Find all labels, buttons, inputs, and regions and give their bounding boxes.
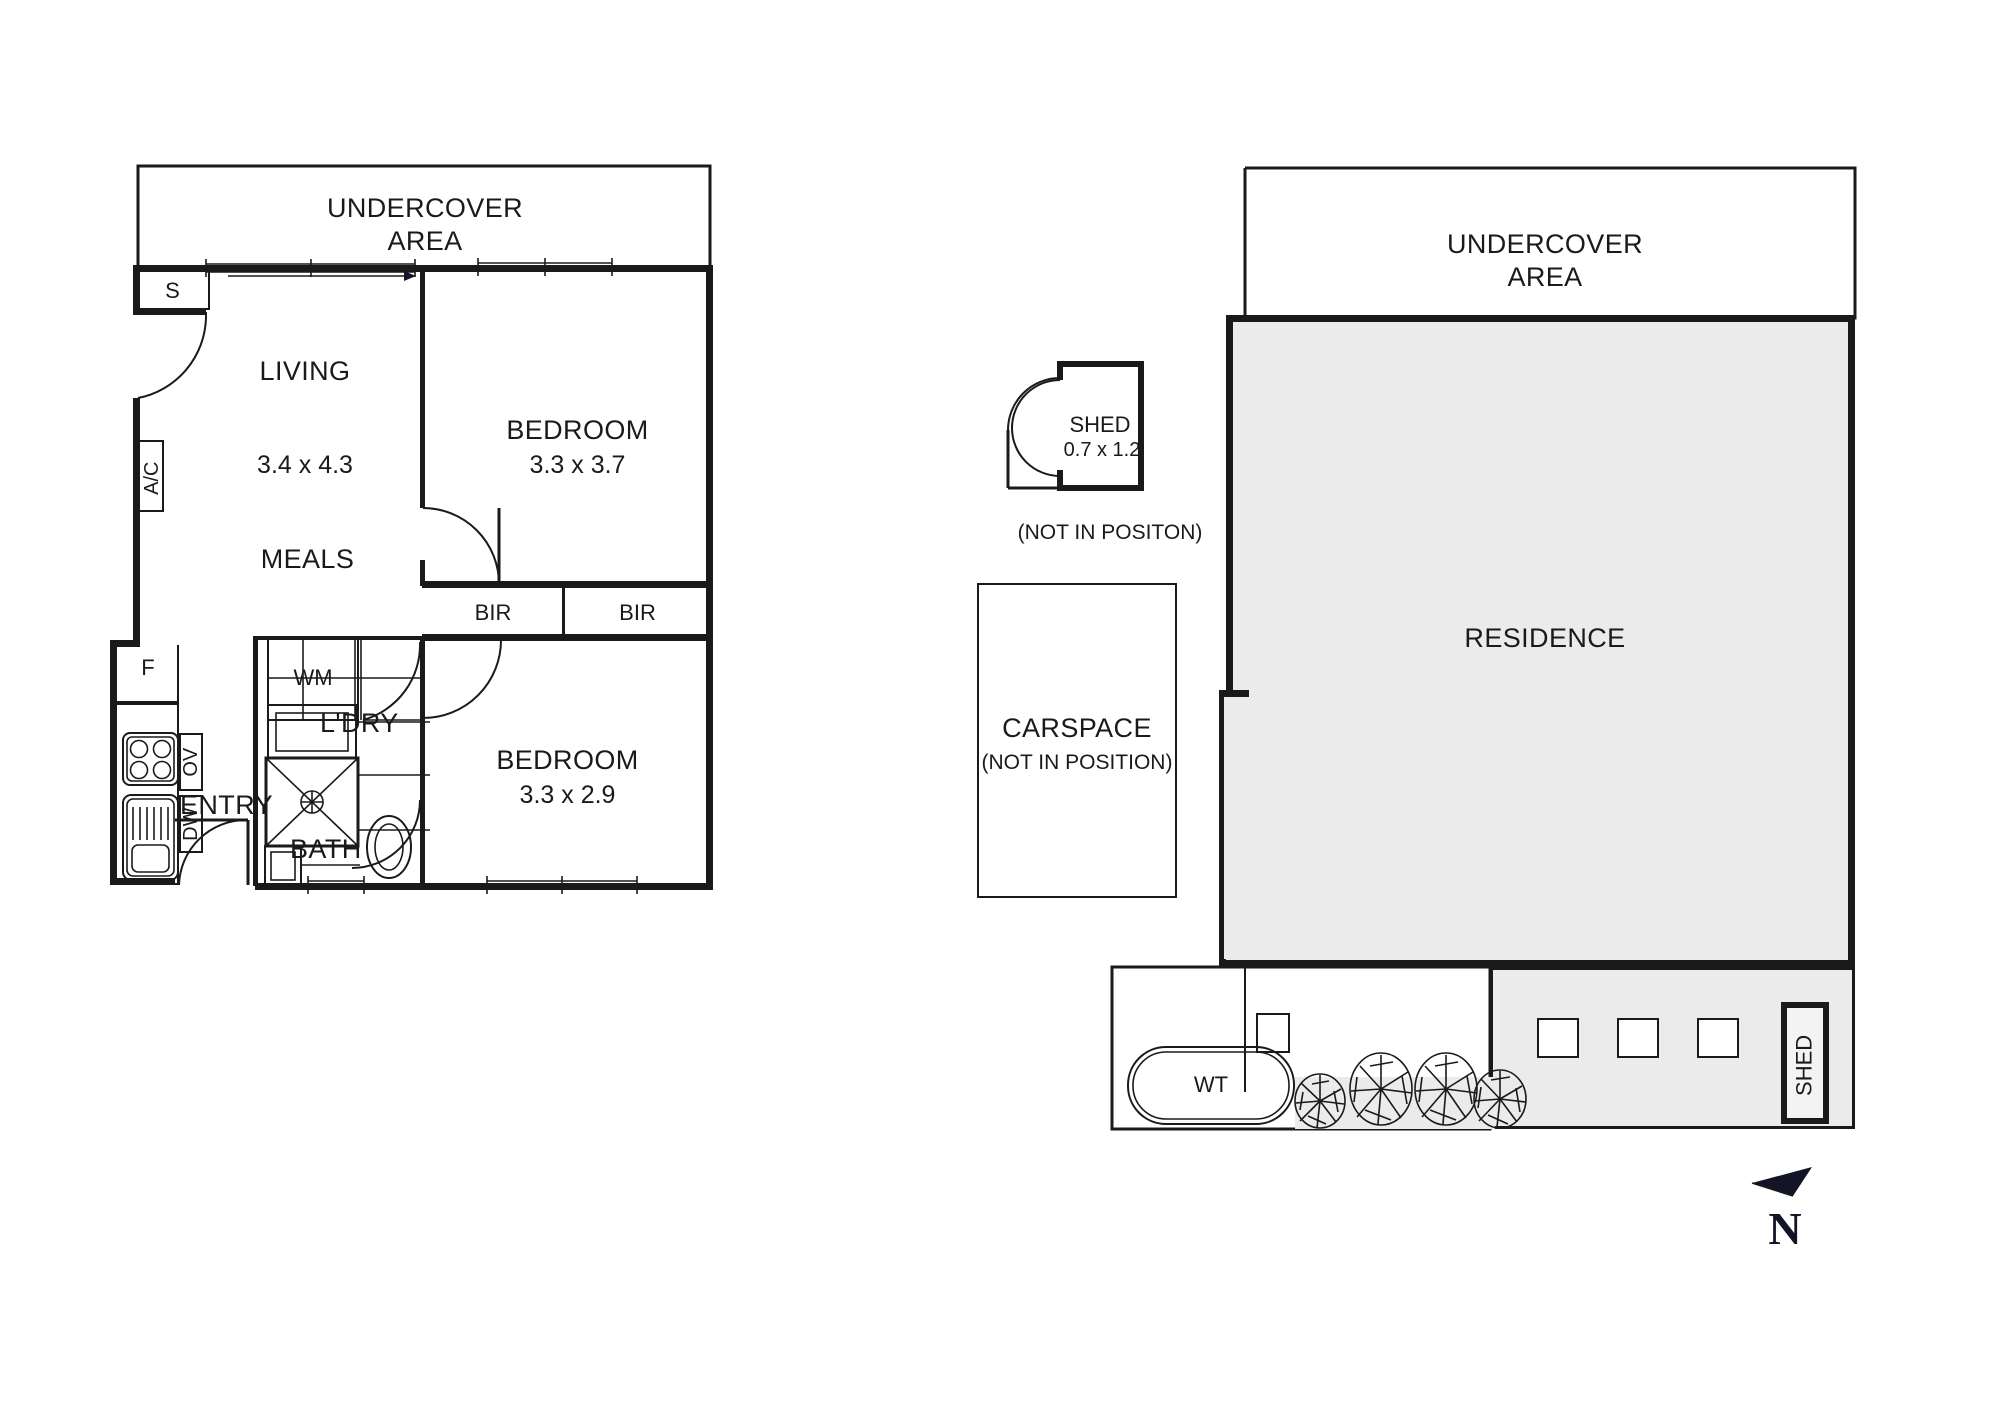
- carspace-outline: [977, 583, 1177, 898]
- wall-bedroom1-bir: [420, 581, 710, 586]
- residence-footprint: [1226, 315, 1855, 967]
- carspace-label: CARSPACE: [1002, 713, 1152, 743]
- store-nook-bottom-wall: [133, 308, 206, 315]
- wall-hall-bedroom2: [420, 636, 425, 886]
- bedroom1-dimension: 3.3 x 3.7: [529, 451, 626, 479]
- rear-shed-outline: [1781, 1002, 1829, 1124]
- living-room-label: LIVING: [259, 356, 351, 386]
- site-undercover-line2: AREA: [1507, 261, 1583, 292]
- north-label: N: [1768, 1203, 1802, 1254]
- bedroom1-label: BEDROOM: [506, 415, 649, 445]
- store-label: S: [165, 278, 180, 303]
- wall-living-bedroom1: [420, 268, 425, 508]
- shed-position-note: (NOT IN POSITON): [1017, 521, 1203, 544]
- shed-dimension: 0.7 x 1.2: [1063, 439, 1141, 461]
- exterior-wall-bottom: [420, 883, 713, 890]
- wall-bir-bedroom2: [420, 636, 710, 641]
- bedroom2-dimension: 3.3 x 2.9: [519, 781, 616, 809]
- site-undercover-label: UNDERCOVER AREA: [1345, 228, 1745, 294]
- undercover-area-label-left: UNDERCOVER AREA: [230, 192, 620, 258]
- living-room-dimension: 3.4 x 4.3: [257, 451, 353, 479]
- fridge-space: [117, 645, 179, 703]
- paver-square-1: [1537, 1018, 1579, 1058]
- bir-divider: [562, 586, 565, 638]
- meals-room-label: MEALS: [260, 544, 355, 574]
- dishwasher-unit: [179, 795, 203, 853]
- fridge-recess-top-wall: [110, 640, 140, 647]
- undercover-area-line1: UNDERCOVER: [326, 193, 524, 223]
- paver-square-2: [1617, 1018, 1659, 1058]
- kitchen-bench: [117, 703, 179, 885]
- residence-notch-mask: [1224, 697, 1236, 959]
- kitchen-bottom-wall: [110, 878, 175, 885]
- bir-right-label: BIR: [619, 600, 656, 625]
- wall-bath-left: [253, 636, 258, 886]
- carspace-position-note: (NOT IN POSITION): [981, 751, 1173, 774]
- bir-left-label: BIR: [474, 600, 512, 625]
- shed-label: SHED: [1069, 412, 1131, 437]
- store-cupboard: [135, 268, 210, 310]
- residence-label: RESIDENCE: [1464, 623, 1626, 653]
- oven-unit: [179, 733, 203, 791]
- washing-machine-label: WM: [293, 665, 333, 690]
- bedroom2-label: BEDROOM: [496, 745, 639, 775]
- exterior-wall-right: [706, 265, 713, 890]
- paver-square-3: [1697, 1018, 1739, 1058]
- air-conditioner-unit: [140, 440, 164, 512]
- undercover-area-line2: AREA: [387, 225, 463, 256]
- exterior-wall-bottom-bath: [255, 883, 423, 890]
- kitchen-outer-wall-left: [110, 640, 117, 885]
- exterior-wall-left: [133, 398, 140, 646]
- water-tank-label: WT: [1193, 1072, 1229, 1097]
- fridge-label: F: [141, 655, 155, 680]
- bath-label: BATH: [290, 834, 362, 864]
- wall-living-bedroom1-lower: [420, 560, 425, 585]
- site-undercover-line1: UNDERCOVER: [1446, 229, 1644, 259]
